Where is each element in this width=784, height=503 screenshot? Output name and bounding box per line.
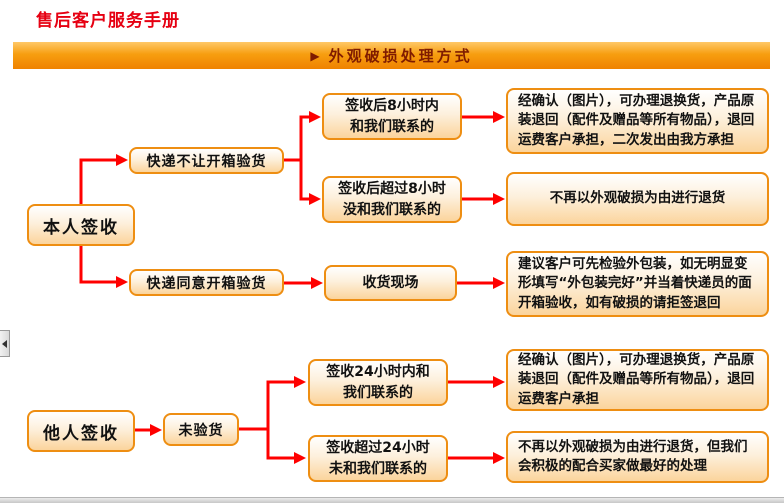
connector-path (79, 244, 128, 288)
scrollbar-left-button[interactable] (0, 330, 10, 357)
result-within-8h: 经确认（图片），可办理退换货，产品原装退回（配件及赠品等所有物品），退回运费客户… (506, 88, 769, 154)
page-title: 售后客户服务手册 (36, 11, 180, 31)
node-contact-within-8h: 签收后8小时内 和我们联系的 (322, 93, 462, 140)
connector-path (79, 154, 128, 206)
node-contact-over-8h: 签收后超过8小时 没和我们联系的 (322, 176, 462, 223)
node-courier-refuses-inspection: 快递不让开箱验货 (129, 147, 284, 174)
play-arrow-icon: ▶ (310, 48, 320, 63)
result-within-24h: 经确认（图片），可办理退换货，产品原装退回（配件及赠品等所有物品），退回运费客户… (506, 349, 769, 411)
bottom-scrollbar-track[interactable] (0, 497, 784, 503)
node-contact-within-24h: 签收24小时内和 我们联系的 (308, 359, 448, 406)
node-on-site-receiving: 收货现场 (324, 265, 457, 301)
node-courier-allows-inspection: 快递同意开箱验货 (129, 269, 284, 296)
node-self-signed: 本人签收 (27, 204, 135, 246)
node-other-signed: 他人签收 (27, 410, 135, 452)
banner-label: 外观破损处理方式 (328, 47, 473, 65)
left-arrow-icon (2, 339, 7, 348)
node-not-inspected: 未验货 (163, 413, 239, 446)
result-on-site: 建议客户可先检验外包装，如无明显变形填写“外包装完好”并当着快递员的面开箱验收，… (506, 251, 769, 317)
result-over-8h: 不再以外观破损为由进行退货 (506, 172, 769, 226)
section-banner: ▶ 外观破损处理方式 (13, 42, 770, 69)
result-over-24h: 不再以外观破损为由进行退货，但我们会积极的配合买家做最好的处理 (506, 431, 769, 483)
node-contact-over-24h: 签收超过24小时 未和我们联系的 (308, 435, 448, 482)
